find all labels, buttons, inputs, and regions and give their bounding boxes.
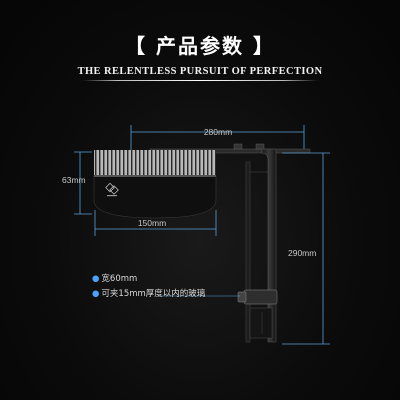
brand-logo-icon [105, 182, 119, 197]
lamp-width-dimension-line [94, 210, 217, 236]
title-divider [82, 80, 318, 81]
width-dimension-line [130, 125, 305, 152]
width-total-label: 280mm [204, 127, 232, 137]
lamp-height-dimension-line [74, 151, 92, 215]
page-title: 【 产品参数 】 [125, 34, 275, 58]
lamp-width-label: 150mm [138, 218, 166, 228]
bracket-height-label: 290mm [288, 248, 316, 258]
bullet-dot-icon: ● [92, 274, 100, 284]
spec-item-width: ●宽60mm [92, 274, 138, 284]
led-lamp [93, 150, 217, 219]
page-subtitle: THE RELENTLESS PURSUIT OF PERFECTION [77, 66, 323, 77]
bracket-height-dimension-line [282, 152, 330, 345]
bullet-dot-icon: ● [92, 289, 100, 299]
lamp-height-label: 63mm [62, 175, 86, 185]
spec-item-glass-thickness: ●可夹15mm厚度以内的玻璃 [92, 289, 206, 299]
glass-clamp [237, 289, 278, 339]
